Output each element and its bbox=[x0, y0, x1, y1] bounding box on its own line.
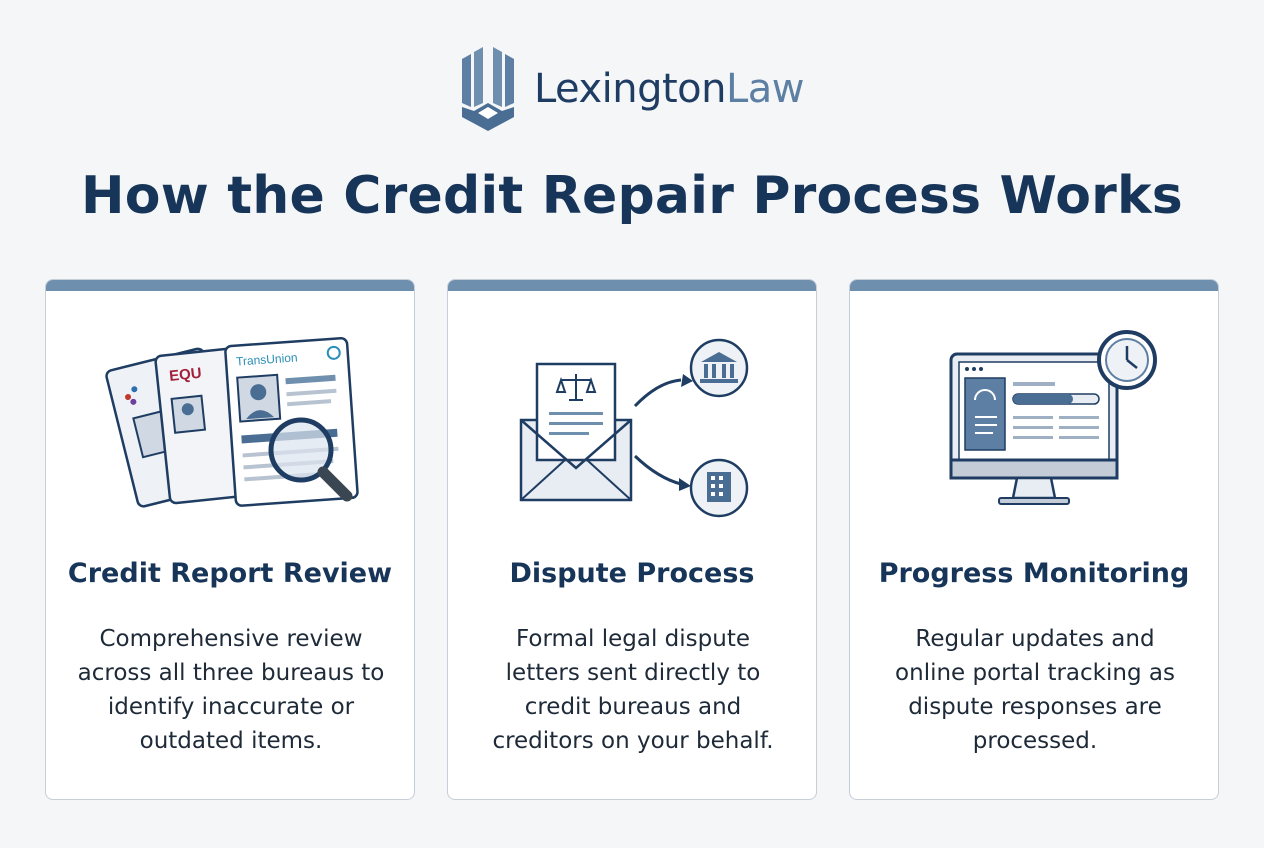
office-building-icon bbox=[707, 472, 731, 502]
card-dispute-process: Dispute Process Formal legal dispute let… bbox=[447, 279, 817, 800]
bank-icon bbox=[700, 352, 738, 383]
card-progress-monitoring: Progress Monitoring Regular updates and … bbox=[849, 279, 1219, 800]
credit-reports-magnifier-icon: EQU TransUnion bbox=[105, 337, 359, 508]
card-accent-bar bbox=[448, 280, 816, 291]
card-description: Regular updates and online portal tracki… bbox=[895, 626, 1175, 754]
brand-wordmark: LexingtonLaw bbox=[533, 66, 805, 112]
transunion-label: TransUnion bbox=[236, 350, 298, 368]
brand-word-secondary: Law bbox=[726, 66, 805, 112]
page-title: How the Credit Repair Process Works bbox=[81, 166, 1183, 226]
card-title: Progress Monitoring bbox=[878, 558, 1190, 589]
card-title: Credit Report Review bbox=[67, 558, 393, 589]
clock-icon bbox=[1097, 330, 1157, 390]
card-credit-report-review: EQU TransUnion Credit Report Review Comp… bbox=[45, 279, 415, 800]
brand-word-primary: Lexington bbox=[533, 66, 727, 112]
card-title: Dispute Process bbox=[509, 558, 755, 589]
lexington-law-shield-mark-icon bbox=[461, 47, 514, 131]
scales-of-justice-icon bbox=[555, 374, 597, 401]
equifax-label: EQU bbox=[168, 365, 202, 385]
card-description: Comprehensive review across all three bu… bbox=[77, 626, 385, 754]
dispute-letter-envelope-icon bbox=[519, 338, 749, 518]
card-description: Formal legal dispute letters sent direct… bbox=[492, 626, 774, 754]
card-accent-bar bbox=[46, 280, 414, 291]
monitor-with-clock-icon bbox=[949, 330, 1157, 505]
brand-logo: LexingtonLaw bbox=[0, 44, 1264, 134]
card-accent-bar bbox=[850, 280, 1218, 291]
